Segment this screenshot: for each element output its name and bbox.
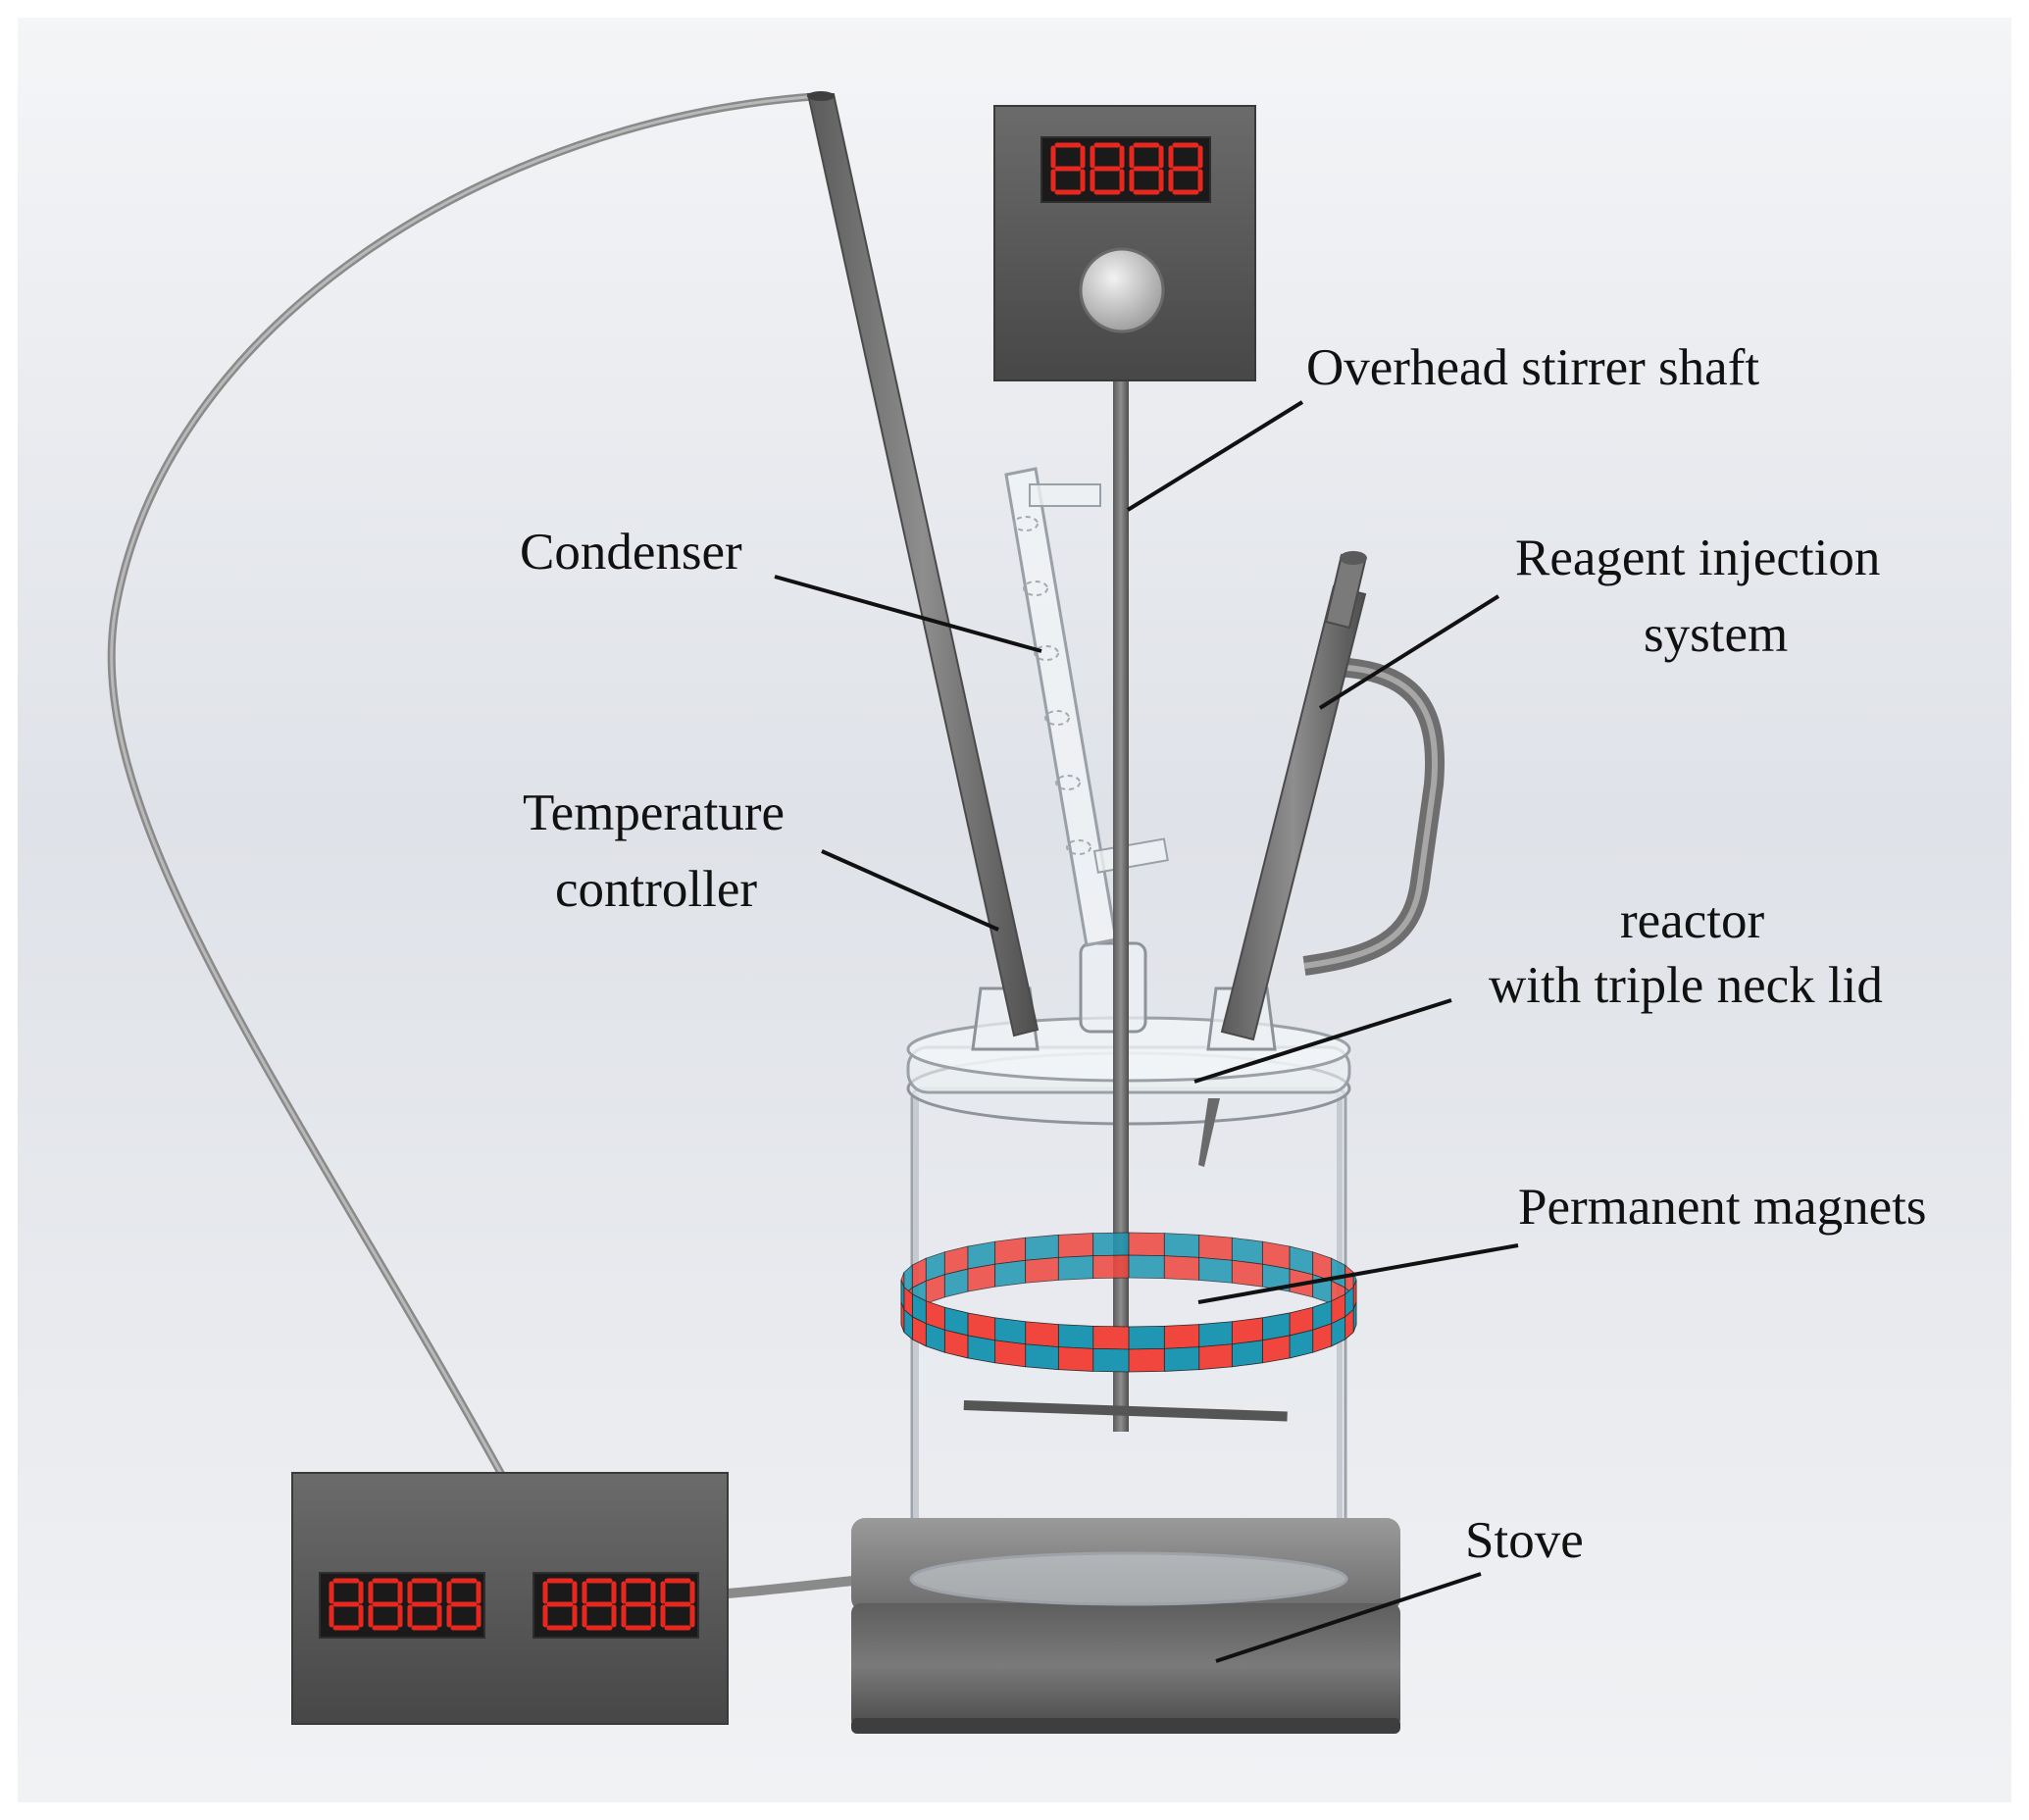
magnet-block [1163, 1324, 1200, 1349]
label-temperature-controller-line2: controller [555, 861, 757, 918]
magnet-block [1025, 1234, 1059, 1261]
permanent-magnet-ring [900, 1232, 1357, 1373]
magnet-block [1092, 1232, 1130, 1256]
magnet-block [1198, 1343, 1233, 1371]
leader-temperature [821, 849, 999, 932]
leader-stove [1215, 1572, 1482, 1663]
leader-magnets [1197, 1243, 1519, 1304]
overhead-stirrer-head [993, 105, 1256, 381]
reagent-injection-syringe [1220, 551, 1445, 1041]
label-temperature-controller-line1: Temperature [523, 784, 785, 841]
magnet-block [1198, 1321, 1233, 1348]
magnet-block [1025, 1343, 1059, 1371]
leader-lines [774, 400, 1519, 1663]
magnet-block [1128, 1326, 1165, 1350]
magnet-block [994, 1237, 1027, 1265]
magnet-block [1128, 1348, 1165, 1373]
magnet-block [1057, 1255, 1094, 1281]
magnet-block [994, 1340, 1027, 1368]
magnet-block [1092, 1254, 1130, 1279]
magnet-block [1261, 1335, 1291, 1364]
label-reactor-line2: with triple neck lid [1489, 957, 1883, 1014]
stirrer-display [1050, 142, 1203, 195]
magnet-block [1128, 1232, 1165, 1256]
label-stove: Stove [1465, 1512, 1584, 1569]
magnet-block [1025, 1256, 1059, 1284]
magnet-block [1163, 1233, 1200, 1258]
magnet-block [1057, 1233, 1094, 1258]
magnet-block [994, 1317, 1027, 1345]
magnet-block [1057, 1324, 1094, 1349]
stirrer-knob [1079, 247, 1165, 333]
magnet-block [1231, 1259, 1263, 1288]
leader-reactor [1193, 998, 1452, 1084]
magnet-block [994, 1259, 1027, 1288]
stirrer-shaft [963, 380, 1288, 1432]
magnet-block [1092, 1348, 1130, 1373]
magnet-block [967, 1263, 996, 1292]
magnet-block [1231, 1340, 1263, 1368]
magnet-block [1057, 1346, 1094, 1372]
leader-condenser [774, 575, 1042, 653]
label-condenser: Condenser [520, 524, 742, 581]
magnet-block [1128, 1254, 1165, 1279]
label-reagent-injection-line2: system [1644, 606, 1788, 663]
temperature-control-box [291, 1472, 729, 1725]
magnet-block [1231, 1237, 1263, 1265]
magnet-block [1198, 1234, 1233, 1261]
temperature-probe [806, 91, 1040, 1037]
temperature-display-2 [542, 1578, 695, 1631]
magnet-block [1198, 1256, 1233, 1284]
leader-overhead-stirrer [1126, 400, 1304, 512]
magnet-block [1025, 1321, 1059, 1348]
magnet-block [1092, 1326, 1130, 1350]
label-reactor-line1: reactor [1620, 892, 1764, 949]
magnet-block [900, 1301, 905, 1333]
probe-cable-highlight [110, 94, 822, 1482]
label-reagent-injection-line1: Reagent injection [1515, 530, 1880, 586]
magnet-block [967, 1335, 996, 1364]
leader-reagent [1318, 594, 1500, 710]
label-permanent-magnets: Permanent magnets [1518, 1179, 1927, 1236]
temperature-display-1 [329, 1578, 482, 1631]
magnet-block [1163, 1255, 1200, 1281]
reactor-base-rim [909, 1551, 1348, 1606]
label-overhead-stirrer-shaft: Overhead stirrer shaft [1306, 339, 1759, 396]
magnet-block [1231, 1317, 1263, 1345]
magnet-block [1163, 1346, 1200, 1372]
stove-cable [727, 1576, 854, 1598]
